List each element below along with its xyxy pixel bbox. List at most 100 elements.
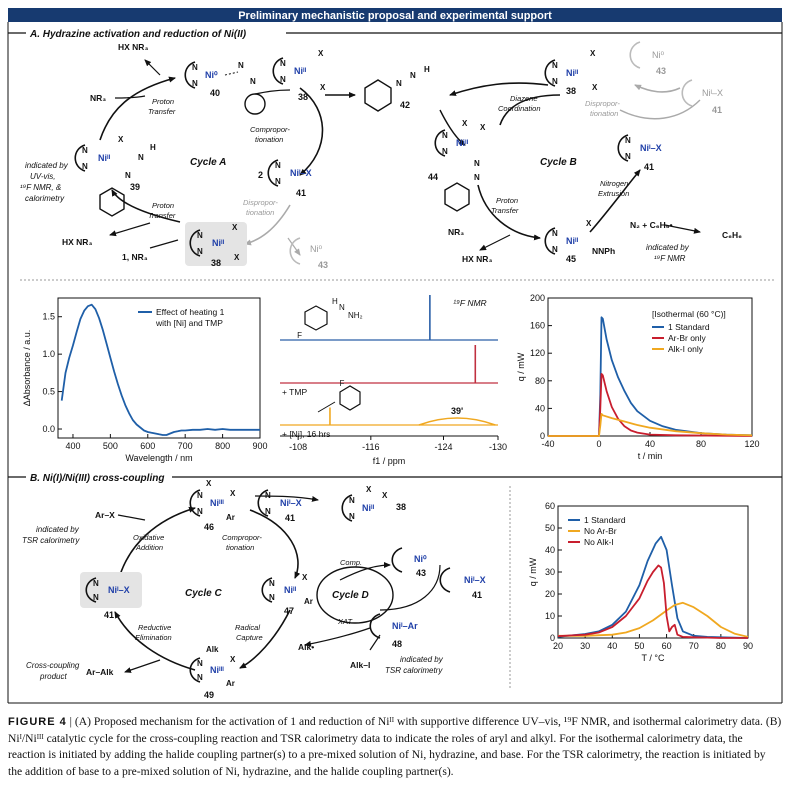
y-tick-label: 60 [545, 501, 555, 511]
label: tionation [590, 109, 618, 118]
label: 43 [416, 568, 426, 578]
y-tick-label: 30 [545, 567, 555, 577]
benzene-ring [304, 305, 328, 331]
label: Compropor- [222, 533, 262, 542]
x-tick-label: 60 [662, 641, 672, 651]
x-tick-label: 40 [645, 439, 655, 449]
fluorine-label: F [297, 331, 302, 340]
y-tick-label: 50 [545, 523, 555, 533]
legend-entry: Effect of heating 1 [156, 307, 225, 317]
panel-b-title: B. Ni(I)/Ni(III) cross-coupling [30, 473, 164, 484]
svg-text:N: N [192, 79, 198, 88]
complex-41-right: Niᴵ–X [681, 79, 723, 107]
y-tick-label: 200 [530, 293, 545, 303]
label: Addition [135, 543, 163, 552]
y-tick-label: 40 [545, 545, 555, 555]
label: 1, NR₃ [122, 252, 148, 262]
uv-vis-line [60, 303, 260, 436]
svg-text:N: N [552, 229, 558, 238]
iso-series-line [548, 316, 753, 437]
label: Cross-coupling [26, 661, 80, 670]
x-tick-label: 70 [689, 641, 699, 651]
svg-text:N: N [197, 247, 203, 256]
x-tick-label: -116 [362, 442, 379, 452]
complex-40: NN Ni⁰ NN [184, 61, 266, 115]
x-tick-label: 600 [140, 441, 155, 451]
svg-text:N: N [93, 593, 99, 602]
svg-text:Niᴵ–X: Niᴵ–X [280, 498, 302, 508]
label: Diazene [510, 94, 538, 103]
x-axis-label: Wavelength / nm [125, 453, 192, 463]
label: 47 [284, 606, 294, 616]
x-tick-label: 800 [215, 441, 230, 451]
svg-text:X: X [206, 479, 212, 488]
y-tick-label: 40 [535, 403, 545, 413]
label: NR₃ [448, 227, 464, 237]
y-tick-label: 80 [535, 376, 545, 386]
svg-text:Ar: Ar [226, 679, 235, 688]
label: 39 [130, 182, 140, 192]
caption-text: (A) Proposed mechanism for the activatio… [8, 715, 782, 778]
x-tick-label: -124 [434, 442, 452, 452]
complex-38-top: NN Niᴵᴵ XX [272, 49, 326, 92]
label: 41 [104, 610, 114, 620]
complex-39: NN Niᴵᴵ X NH N [74, 135, 156, 217]
nmr-annotation: 39' [451, 406, 463, 416]
complex-48: Niᴵ–Ar [369, 613, 418, 639]
svg-text:N: N [474, 173, 480, 182]
x-tick-label: 400 [65, 441, 80, 451]
svg-text:N: N [552, 245, 558, 254]
legend-entry: No Alk-I [584, 537, 614, 547]
x-tick-label: 700 [178, 441, 193, 451]
x-tick-label: 500 [103, 441, 118, 451]
label: Proton [496, 196, 518, 205]
legend-entry: Alk-I only [668, 344, 704, 354]
complex-41-mid: NN Niᴵ–X [267, 159, 312, 187]
label: N₂ + C₆H₆• [630, 220, 673, 230]
label: ¹⁹F NMR, & [20, 183, 61, 192]
svg-text:N: N [349, 496, 355, 505]
y-tick-label: 160 [530, 321, 545, 331]
complex-43-right: Ni⁰ [629, 41, 664, 69]
x-tick-label: 90 [743, 641, 753, 651]
svg-text:N: N [238, 61, 244, 70]
svg-text:Niᴵᴵ: Niᴵᴵ [362, 503, 375, 513]
svg-text:N: N [250, 77, 256, 86]
figure-canvas: Preliminary mechanistic proposal and exp… [7, 8, 783, 704]
nmr-title: ¹⁹F NMR [453, 298, 486, 308]
svg-text:Niᴵᴵ: Niᴵᴵ [456, 138, 469, 148]
x-tick-label: 900 [252, 441, 267, 451]
label: HX NR₃ [462, 254, 492, 264]
label: 41 [644, 162, 654, 172]
label: NNPh [592, 246, 615, 256]
svg-text:N: N [280, 75, 286, 84]
label: 43 [656, 66, 666, 76]
svg-text:N: N [275, 161, 281, 170]
label: 43 [318, 260, 328, 270]
complex-43-a: Ni⁰ [289, 237, 322, 265]
svg-text:N: N [197, 231, 203, 240]
label: 40 [210, 88, 220, 98]
nh2-label: NH₂ [348, 311, 363, 320]
svg-text:N: N [82, 162, 88, 171]
svg-text:N: N [269, 593, 275, 602]
header-bar [8, 8, 782, 22]
svg-text:Niᴵᴵ: Niᴵᴵ [284, 585, 297, 595]
svg-text:N: N [125, 171, 131, 180]
label: Reductive [138, 623, 171, 632]
svg-text:Niᴵᴵᴵ: Niᴵᴵᴵ [210, 498, 224, 508]
label: 49 [204, 690, 214, 700]
svg-text:Ni⁰: Ni⁰ [205, 70, 218, 80]
x-axis-label: T / °C [642, 653, 665, 663]
label: C₆H₆ [722, 230, 742, 240]
label: 38 [211, 258, 221, 268]
arrow [317, 401, 336, 413]
svg-text:N: N [552, 61, 558, 70]
label: Compropor- [250, 125, 290, 134]
svg-text:N: N [625, 136, 631, 145]
complex-43-b: Ni⁰ [391, 547, 427, 573]
